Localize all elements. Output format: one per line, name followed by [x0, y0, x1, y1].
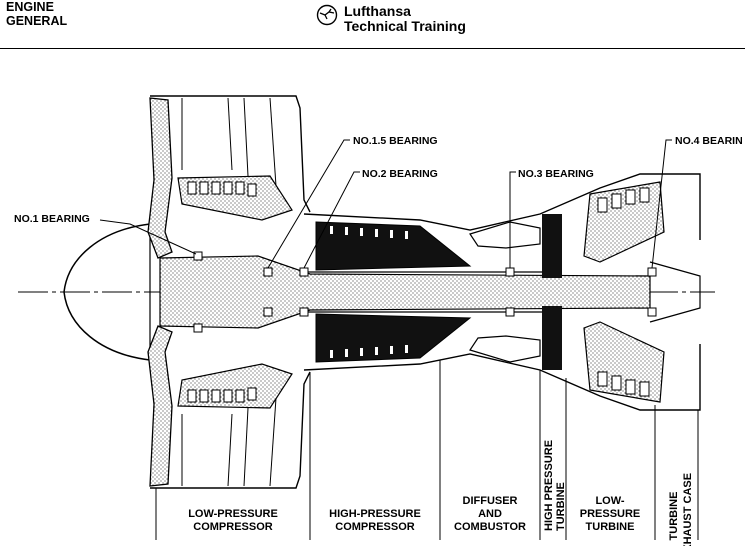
- brand-name: Lufthansa: [344, 3, 411, 19]
- leader-lines: [99, 139, 672, 269]
- hpc-label-1: HIGH-PRESSURE: [329, 508, 421, 520]
- label-no15-bearing: NO.1.5 BEARING: [353, 135, 438, 147]
- lpc-label-2: COMPRESSOR: [193, 521, 273, 533]
- tec-label-2: EXHAUST CASE: [682, 473, 694, 546]
- lp-booster-stages: [187, 181, 257, 403]
- hp-compressor-stage-gaps: [330, 226, 408, 358]
- fan-case-lower: [150, 371, 311, 489]
- section-high-pressure-compressor: HIGH-PRESSURE COMPRESSOR: [329, 508, 421, 533]
- core-case-upper: [303, 173, 701, 240]
- hp-turbine-lower: [542, 306, 562, 370]
- lp-turbine-upper: [583, 181, 665, 263]
- label-no2-bearing: NO.2 BEARING: [362, 168, 438, 180]
- section-low-pressure-turbine: LOW- PRESSURE TURBINE: [580, 495, 641, 533]
- lp-turbine-lower: [583, 321, 665, 403]
- header-line-2: GENERAL: [6, 14, 68, 28]
- hp-compressor-upper: [315, 221, 472, 271]
- fan-blade-lower: [147, 325, 173, 487]
- lpc-label-1: LOW-PRESSURE: [188, 508, 278, 520]
- section-low-pressure-compressor: LOW-PRESSURE COMPRESSOR: [188, 508, 278, 533]
- tec-label-1: TURBINE: [668, 492, 680, 541]
- brand-subtitle: Technical Training: [344, 18, 466, 34]
- section-dividers: [155, 360, 699, 540]
- lp-turbine-stages: [597, 187, 650, 397]
- brand-block: Lufthansa Technical Training: [316, 4, 466, 34]
- section-diffuser-combustor: DIFFUSER AND COMBUSTOR: [454, 495, 526, 533]
- diff-label-3: COMBUSTOR: [454, 521, 526, 533]
- lpt-label-3: TURBINE: [586, 521, 635, 533]
- diff-label-1: DIFFUSER: [463, 495, 518, 507]
- fan-case-stators: [181, 97, 277, 487]
- fan-blade-upper: [147, 97, 173, 259]
- label-no1-bearing: NO.1 BEARING: [14, 213, 90, 225]
- lpt-label-2: PRESSURE: [580, 508, 641, 520]
- combustor-lower: [469, 335, 541, 363]
- document-header: ENGINE GENERAL: [6, 0, 67, 28]
- section-high-pressure-turbine: HIGH PRESSURE TURBINE: [543, 440, 567, 531]
- diff-label-2: AND: [478, 508, 502, 520]
- hpt-label-2: TURBINE: [555, 482, 567, 531]
- header-rule: [0, 48, 745, 49]
- hp-turbine-upper: [542, 214, 562, 278]
- hpt-label-1: HIGH PRESSURE: [543, 440, 555, 531]
- spinner-nose-cone: [63, 223, 151, 361]
- crane-logo-icon: [316, 4, 338, 26]
- label-no3-bearing: NO.3 BEARING: [518, 168, 594, 180]
- header-line-1: ENGINE: [6, 0, 54, 14]
- combustor-upper: [469, 221, 541, 249]
- hp-compressor-lower: [315, 313, 472, 363]
- label-no4-bearing: NO.4 BEARIN: [675, 135, 743, 147]
- core-case-lower: [303, 344, 701, 411]
- lpt-label-1: LOW-: [595, 495, 624, 507]
- exhaust-cone: [649, 261, 701, 323]
- hpc-label-2: COMPRESSOR: [335, 521, 415, 533]
- section-turbine-exhaust-case: TURBINE EXHAUST CASE: [668, 473, 694, 546]
